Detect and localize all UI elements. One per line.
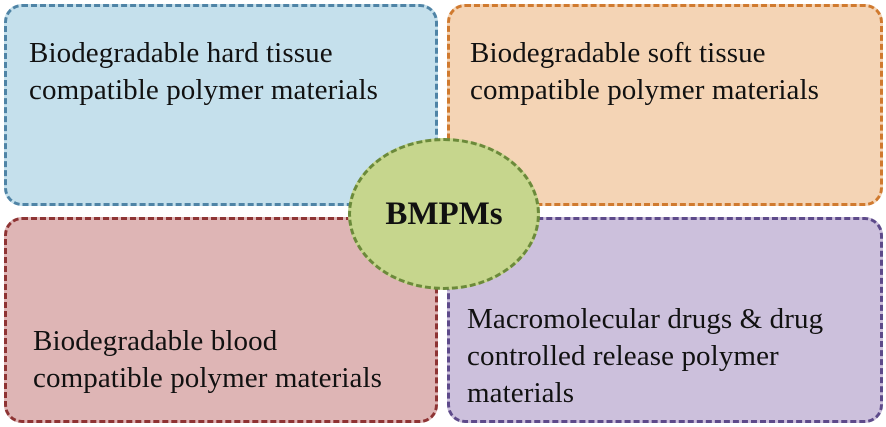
text-line: compatible polymer materials xyxy=(33,362,383,394)
text-line: compatible polymer materials xyxy=(470,74,820,106)
quadrant-blood-label: Biodegradable blood compatible polymer m… xyxy=(33,323,382,397)
text-line: materials xyxy=(467,377,575,409)
text-line: compatible polymer materials xyxy=(29,74,379,106)
quadrant-hard-tissue: Biodegradable hard tissue compatible pol… xyxy=(4,4,438,206)
center-label: BMPMs xyxy=(385,195,503,232)
quadrant-hard-tissue-label: Biodegradable hard tissue compatible pol… xyxy=(29,35,378,109)
quadrant-soft-tissue-label: Biodegradable soft tissue compatible pol… xyxy=(470,35,819,109)
quadrant-drug-release-label: Macromolecular drugs & drug controlled r… xyxy=(467,301,823,412)
text-line: Biodegradable hard tissue xyxy=(29,37,333,69)
text-line: Biodegradable blood xyxy=(33,325,278,357)
text-line: controlled release polymer xyxy=(467,340,779,372)
center-circle: BMPMs xyxy=(348,138,540,290)
text-line: Biodegradable soft tissue xyxy=(470,37,766,69)
text-line: Macromolecular drugs & drug xyxy=(467,303,824,335)
